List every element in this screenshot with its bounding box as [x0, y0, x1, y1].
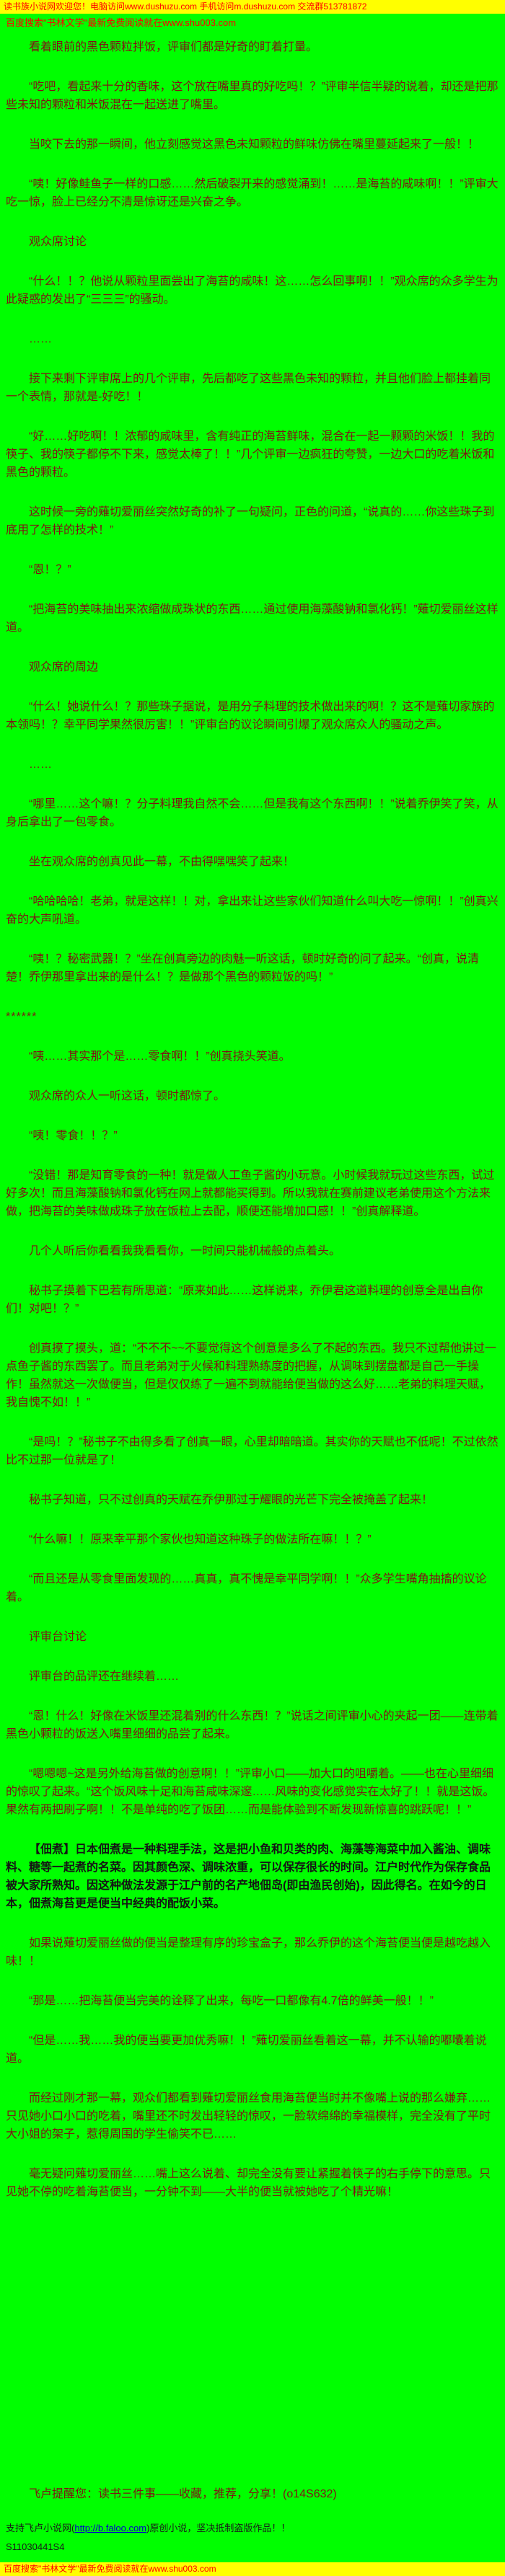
novel-paragraph: 看着眼前的黑色颗粒拌饭，评审们都是好奇的盯着打量。: [29, 41, 318, 53]
novel-paragraph: “什么！！？他说从颗粒里面尝出了海苔的咸味！这……怎么回事啊！！”观众席的众多学…: [6, 275, 499, 306]
novel-paragraph: 而经过刚才那一幕，观众们都看到薙切爱丽丝食用海苔便当时并不像嘴上说的那么嫌弃………: [6, 2092, 491, 2141]
novel-paragraph: “但是……我……我的便当要更加优秀嘛！！”薙切爱丽丝看着这一幕，并不认输的嘟囔着…: [6, 2035, 487, 2065]
novel-paragraph: “把海苔的美味抽出来浓缩做成珠状的东西……通过使用海藻酸钠和氯化钙！”薙切爱丽丝…: [6, 603, 499, 634]
novel-paragraph: 观众席的周边: [29, 661, 99, 673]
novel-paragraph: “吃吧，看起来十分的香味，这个放在嘴里真的好吃吗！？”评审半信半疑的说着，却还是…: [6, 81, 499, 111]
novel-paragraph: 观众席讨论: [29, 236, 87, 248]
novel-paragraph: “咦！零食！！？”: [29, 1130, 118, 1142]
novel-paragraph: 几个人听后你看看我我看看你，一时间只能机械般的点着头。: [29, 1245, 341, 1257]
novel-paragraph: 这时候一旁的薙切爱丽丝突然好奇的补了一句疑问，正色的问道，“说真的……你这些珠子…: [6, 506, 495, 536]
bottom-ad-banner-text: 百度搜索"书林文学"最新免费阅读就在www.shu003.com: [4, 2564, 216, 2574]
promo-line-top[interactable]: 百度搜索"书林文学"最新免费阅读就在www.shu003.com: [0, 14, 505, 30]
novel-paragraph: “恩！？”: [29, 564, 71, 576]
novel-paragraph: 【佃煮】日本佃煮是一种料理手法，这是把小鱼和贝类的肉、海藻等海菜中加入酱油、调味…: [6, 1844, 491, 1910]
support-line-suffix: )原创小说，坚决抵制盗版作品！！: [146, 2523, 291, 2533]
page-footer: 飞卢提醒您：读书三件事——收藏，推荐，分享！(o14S632) 支持飞卢小说网(…: [0, 2485, 505, 2562]
novel-paragraph: ……: [29, 758, 52, 771]
faloo-link[interactable]: http://b.faloo.com: [74, 2523, 147, 2533]
novel-paragraph: 创真摸了摸头，道：“不不不~~不要觉得这个创意是多么了不起的东西。我只不过帮他讲…: [6, 1342, 497, 1409]
novel-paragraph: 当咬下去的那一瞬间，他立刻感觉这黑色未知颗粒的鲜味仿佛在嘴里蔓延起来了一般！！: [29, 138, 480, 151]
novel-paragraph: 观众席的众人一听这话，顿时都惊了。: [29, 1090, 226, 1102]
novel-body: 看着眼前的黑色颗粒拌饭，评审们都是好奇的盯着打量。 “吃吧，看起来十分的香味，这个…: [0, 30, 505, 2223]
support-line: 支持飞卢小说网(http://b.faloo.com)原创小说，坚决抵制盗版作品…: [6, 2522, 499, 2535]
novel-paragraph: 评审台的品评还在继续着……: [29, 1670, 180, 1683]
novel-paragraph: ……: [29, 333, 52, 345]
promo-line-top-text: 百度搜索"书林文学"最新免费阅读就在www.shu003.com: [6, 17, 237, 28]
novel-paragraph: “咦！？秘密武器！？”坐在创真旁边的肉魅一听这话，顿时好奇的问了起来。“创真，说…: [6, 953, 479, 983]
novel-paragraph: “恩！什么！好像在米饭里还混着别的什么东西！？”说话之间评审小心的夹起一团——连…: [6, 1710, 499, 1740]
novel-paragraph: “那是……把海苔便当完美的诠释了出来，每吃一口都像有4.7倍的鲜美一般！！”: [29, 1995, 434, 2007]
novel-paragraph: “哈哈哈哈！老弟，就是这样！！对，拿出来让这些家伙们知道什么叫大吃一惊啊！！”创…: [6, 895, 499, 926]
novel-paragraph: “什么！她说什么！？那些珠子据说，是用分子料理的技术做出来的啊！？这不是薙切家族…: [6, 701, 495, 731]
top-ad-banner-text: 读书族小说网欢迎您！电脑访问www.dushuzu.com 手机访问m.dush…: [4, 1, 367, 12]
novel-paragraph: ******: [6, 1011, 38, 1023]
novel-paragraph: “嗯嗯嗯~这是另外给海苔做的创意啊！！”评审小口——加大口的咀嚼着。——也在心里…: [6, 1768, 495, 1816]
novel-paragraph: 如果说薙切爱丽丝做的便当是整理有序的珍宝盒子，那么乔伊的这个海苔便当便是越吃越入…: [6, 1937, 491, 1968]
novel-paragraph: 毫无疑问薙切爱丽丝……嘴上这么说着、却完全没有要让紧握着筷子的右手停下的意思。只…: [6, 2168, 491, 2198]
book-id: S11030441S4: [6, 2541, 65, 2552]
novel-paragraph: “哪里……这个嘛！？分子料理我自然不会……但是我有这个东西啊！！”说着乔伊笑了笑…: [6, 798, 499, 828]
novel-paragraph: “什么嘛！！原来幸平那个家伙也知道这种珠子的做法所在嘛！！？”: [29, 1533, 372, 1546]
novel-paragraph: 坐在观众席的创真见此一幕，不由得嘿嘿笑了起来！: [29, 856, 295, 868]
bottom-ad-banner[interactable]: 百度搜索"书林文学"最新免费阅读就在www.shu003.com: [0, 2562, 505, 2576]
reader-reminder: 飞卢提醒您：读书三件事——收藏，推荐，分享！(o14S632): [29, 2488, 337, 2500]
novel-paragraph: “没错！那是知育零食的一种！就是做人工鱼子酱的小玩意。小时候我就玩过这些东西，试…: [6, 1169, 495, 1218]
novel-paragraph: “咦！好像鲑鱼子一样的口感……然后破裂开来的感觉涌到！……是海苔的咸味啊！！”评…: [6, 178, 499, 208]
novel-paragraph: “咦……其实那个是……零食啊！！”创真挠头笑道。: [29, 1050, 291, 1063]
support-line-prefix: 支持飞卢小说网(: [6, 2523, 75, 2533]
novel-paragraph: 接下来剩下评审席上的几个评审，先后都吃了这些黑色未知的颗粒，并且他们脸上都挂着同…: [6, 373, 491, 403]
novel-paragraph: 评审台讨论: [29, 1631, 87, 1643]
novel-paragraph: 秘书子摸着下巴若有所思道：“原来如此……这样说来，乔伊君这道料理的创意全是出自你…: [6, 1285, 483, 1315]
novel-paragraph: “是吗！？”秘书子不由得多看了创真一眼，心里却暗暗道。其实你的天赋也不低呢！不过…: [6, 1436, 499, 1466]
novel-paragraph: “而且还是从零食里面发现的……真真，真不愧是幸平同学啊！！”众多学生嘴角抽搐的议…: [6, 1573, 487, 1603]
novel-paragraph: “好……好吃啊！！浓郁的咸味里，含有纯正的海苔鲜味，混合在一起一颗颗的米饭！！我…: [6, 430, 495, 479]
top-ad-banner[interactable]: 读书族小说网欢迎您！电脑访问www.dushuzu.com 手机访问m.dush…: [0, 0, 505, 14]
novel-paragraph: 秘书子知道，只不过创真的天赋在乔伊那过于耀眼的光芒下完全被掩盖了起来！: [29, 1494, 434, 1506]
